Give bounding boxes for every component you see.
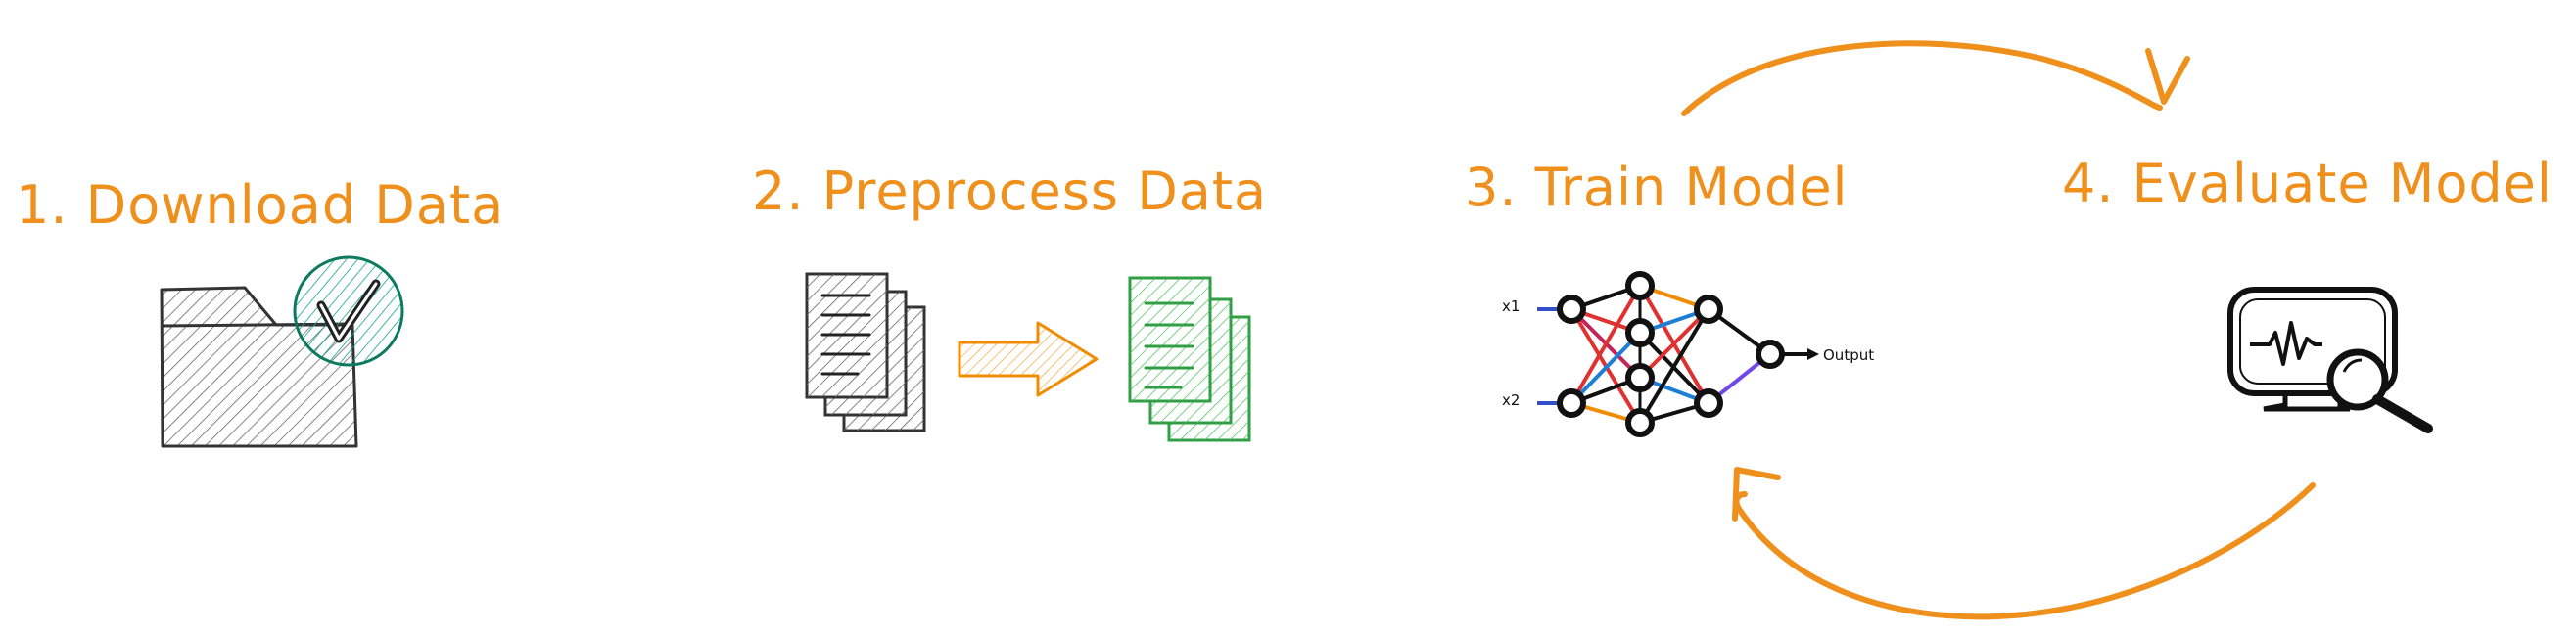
input-x1-label: x1 [1502, 297, 1520, 315]
raw-documents-icon [805, 272, 926, 432]
output-label: Output [1823, 346, 1874, 364]
step-2-title: 2. Preprocess Data [752, 160, 1268, 222]
monitor-magnifier-icon [2227, 287, 2433, 433]
neural-network-icon: x1 x2 Output [1502, 271, 1874, 437]
magnifier-icon [2326, 348, 2433, 433]
step-3-title: 3. Train Model [1465, 157, 1849, 218]
check-badge-icon [293, 255, 404, 367]
clean-documents-icon [1128, 276, 1251, 442]
documents-transform-icon [805, 272, 1251, 442]
step-1-title: 1. Download Data [16, 174, 505, 236]
transform-arrow-icon [958, 321, 1099, 397]
loop-arrow-top [1681, 40, 2190, 116]
folder-check-icon [160, 255, 404, 448]
step-4-title: 4. Evaluate Model [2062, 153, 2553, 214]
loop-arrow-bottom [1732, 467, 2316, 620]
input-x2-label: x2 [1502, 391, 1520, 409]
